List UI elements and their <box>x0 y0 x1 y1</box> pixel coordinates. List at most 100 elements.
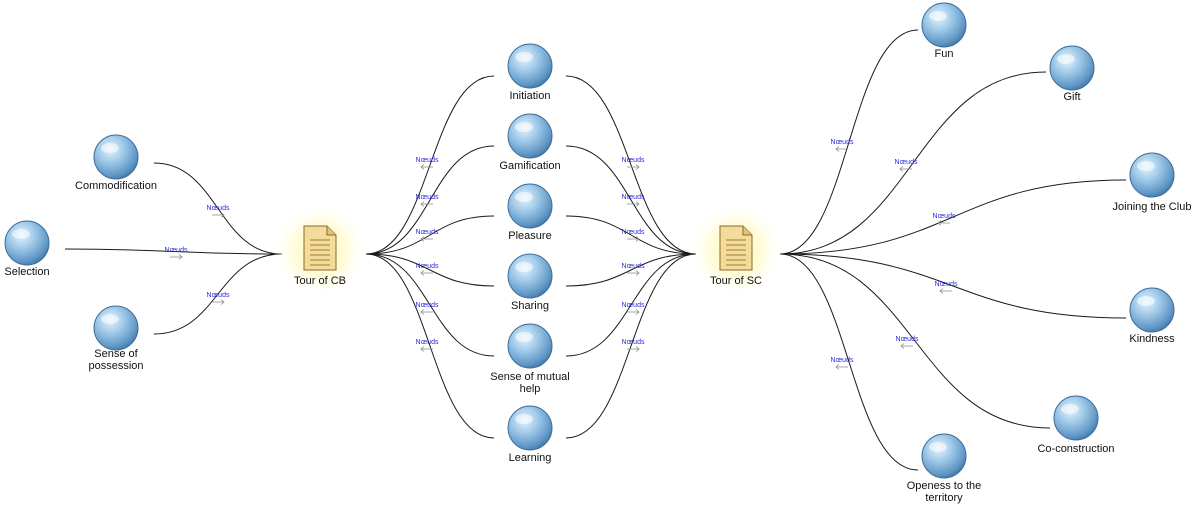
node-co-construction[interactable]: Co-construction <box>1037 395 1115 455</box>
edge-line <box>565 215 697 255</box>
edge-label: Nœuds <box>416 229 439 236</box>
node-gift[interactable]: Gift <box>1049 45 1095 103</box>
sphere-icon <box>507 253 553 299</box>
hub-sc[interactable]: Tour of SC <box>688 202 784 298</box>
edge-arrow-icon <box>420 346 433 352</box>
sphere-icon <box>1049 45 1095 91</box>
edge-cb-to-sharing[interactable]: Nœuds <box>365 253 495 287</box>
node-selection[interactable]: Selection <box>4 220 50 278</box>
edge-selection-to-cb[interactable]: Nœuds <box>64 247 283 260</box>
edge-arrow-icon <box>900 343 913 349</box>
edge-cb-to-initiation[interactable]: Nœuds <box>365 75 495 255</box>
edge-label: Nœuds <box>622 263 645 270</box>
edge-learning-to-sc[interactable]: Nœuds <box>565 253 697 439</box>
edge-sense-of-mutual-help-to-sc[interactable]: Nœuds <box>565 253 697 357</box>
edge-pleasure-to-sc[interactable]: Nœuds <box>565 215 697 255</box>
sphere-icon <box>507 113 553 159</box>
edge-line <box>365 215 495 255</box>
node-label: Fun <box>935 48 954 60</box>
sphere-icon <box>1129 287 1175 333</box>
edge-arrow-icon <box>627 309 640 315</box>
edge-sharing-to-sc[interactable]: Nœuds <box>565 253 697 287</box>
node-label: Kindness <box>1129 333 1175 345</box>
node-initiation[interactable]: Initiation <box>507 43 553 102</box>
edge-arrow-icon <box>627 164 640 170</box>
node-label: help <box>520 383 541 395</box>
edge-gamification-to-sc[interactable]: Nœuds <box>565 145 697 255</box>
sphere-highlight <box>12 229 30 239</box>
node-label: Sense of <box>94 348 138 360</box>
edge-arrow-icon <box>835 146 848 152</box>
node-label: Commodification <box>75 180 157 192</box>
node-label: Sense of mutual <box>490 371 570 383</box>
node-learning[interactable]: Learning <box>507 405 553 464</box>
edge-sc-to-joining-the-club[interactable]: Nœuds <box>779 179 1127 255</box>
sphere-icon <box>921 433 967 479</box>
node-gamification[interactable]: Gamification <box>499 113 561 172</box>
edge-label: Nœuds <box>622 157 645 164</box>
edge-line <box>565 145 697 255</box>
document-icon <box>719 225 753 271</box>
edge-line <box>779 179 1127 255</box>
sphere-highlight <box>515 332 533 342</box>
edge-sense-of-possession-to-cb[interactable]: Nœuds <box>153 253 283 335</box>
sphere-highlight <box>515 122 533 132</box>
edge-label: Nœuds <box>416 263 439 270</box>
node-label: possession <box>88 360 143 372</box>
node-label: Initiation <box>510 90 551 102</box>
edge-label: Nœuds <box>622 229 645 236</box>
edge-line <box>779 29 919 255</box>
edge-arrow-icon <box>212 212 225 218</box>
node-pleasure[interactable]: Pleasure <box>507 183 553 242</box>
edge-line <box>365 253 495 287</box>
edge-label: Nœuds <box>831 139 854 146</box>
edge-label: Nœuds <box>207 292 230 299</box>
edge-line <box>365 145 495 255</box>
sphere-highlight <box>1137 296 1155 306</box>
node-label: Gift <box>1063 91 1080 103</box>
node-sharing[interactable]: Sharing <box>507 253 553 312</box>
edge-arrow-icon <box>835 364 848 370</box>
edge-arrow-icon <box>899 166 912 172</box>
sphere-highlight <box>1137 161 1155 171</box>
edge-sc-to-fun[interactable]: Nœuds <box>779 29 919 255</box>
edge-line <box>779 253 919 471</box>
edge-initiation-to-sc[interactable]: Nœuds <box>565 75 697 255</box>
edge-commodification-to-cb[interactable]: Nœuds <box>153 162 283 255</box>
sphere-highlight <box>515 414 533 424</box>
edge-cb-to-sense-of-mutual-help[interactable]: Nœuds <box>365 253 495 357</box>
edge-sc-to-kindness[interactable]: Nœuds <box>779 253 1127 319</box>
edge-line <box>153 162 283 255</box>
edge-arrow-icon <box>420 270 433 276</box>
edge-line <box>365 253 495 439</box>
edge-label: Nœuds <box>622 194 645 201</box>
sphere-highlight <box>1061 404 1079 414</box>
node-joining-the-club[interactable]: Joining the Club <box>1113 152 1192 213</box>
edge-label: Nœuds <box>896 336 919 343</box>
edge-line <box>779 253 1051 429</box>
edge-sc-to-gift[interactable]: Nœuds <box>779 71 1047 255</box>
edge-sc-to-co-construction[interactable]: Nœuds <box>779 253 1051 429</box>
hub-cb[interactable]: Tour of CB <box>272 202 368 298</box>
node-fun[interactable]: Fun <box>921 2 967 60</box>
node-kindness[interactable]: Kindness <box>1129 287 1175 345</box>
edge-arrow-icon <box>627 346 640 352</box>
sphere-icon <box>93 134 139 180</box>
edge-sc-to-openess-to-the-territory[interactable]: Nœuds <box>779 253 919 471</box>
edge-cb-to-learning[interactable]: Nœuds <box>365 253 495 439</box>
edge-label: Nœuds <box>416 157 439 164</box>
edge-label: Nœuds <box>207 205 230 212</box>
edge-cb-to-pleasure[interactable]: Nœuds <box>365 215 495 255</box>
edge-cb-to-gamification[interactable]: Nœuds <box>365 145 495 255</box>
sphere-highlight <box>1057 54 1075 64</box>
edge-label: Nœuds <box>622 339 645 346</box>
edge-label: Nœuds <box>416 302 439 309</box>
node-commodification[interactable]: Commodification <box>75 134 157 192</box>
sphere-highlight <box>515 52 533 62</box>
sphere-icon <box>1053 395 1099 441</box>
